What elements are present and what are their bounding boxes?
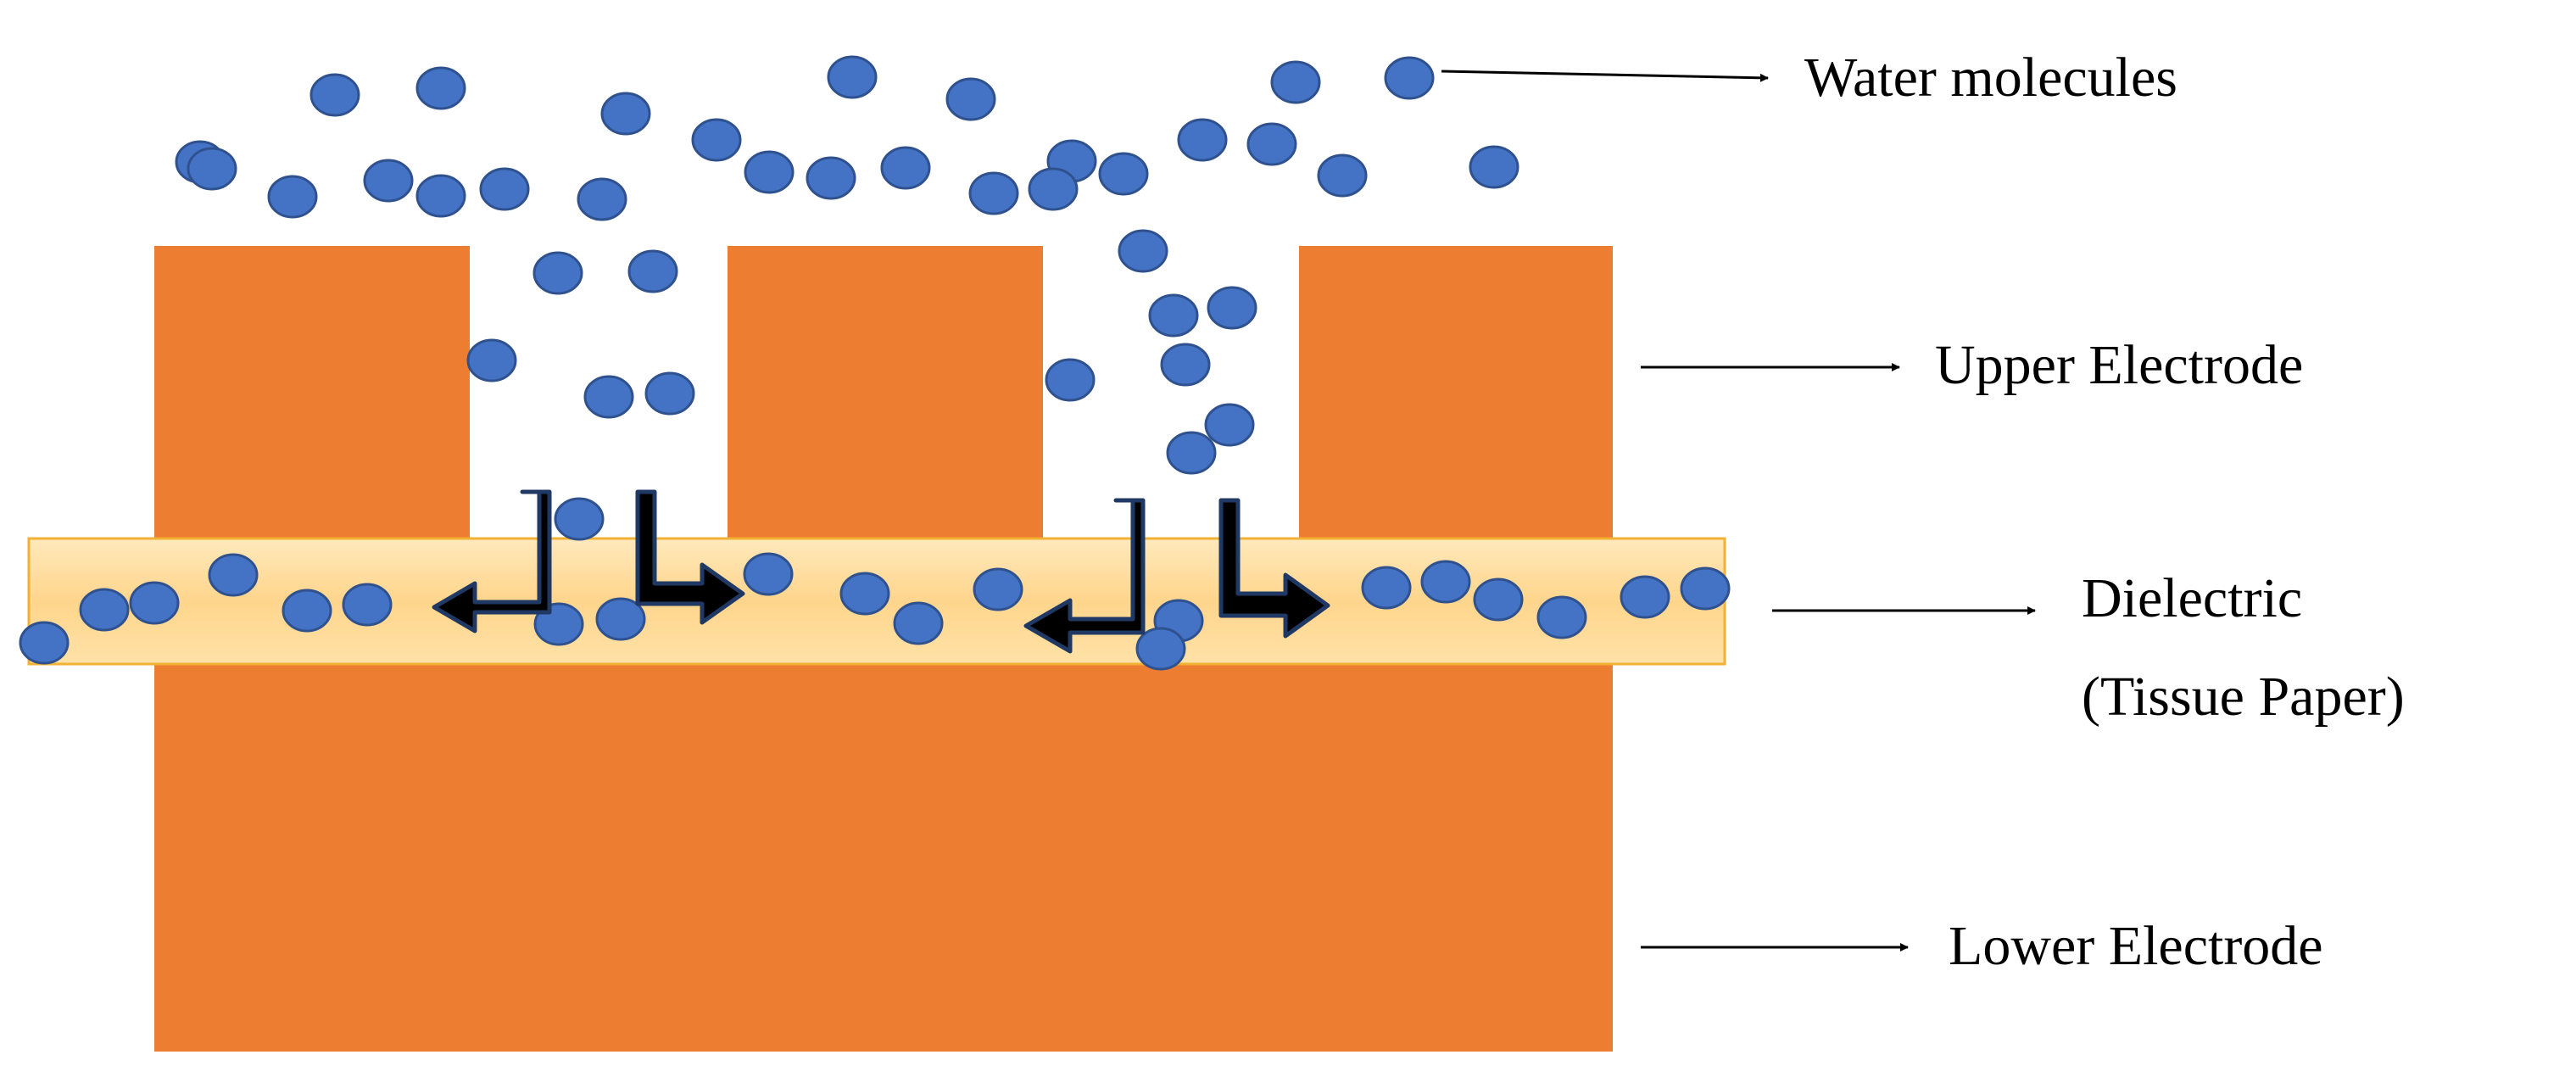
lower-electrode-label: Lower Electrode <box>1949 915 2323 977</box>
water-molecule <box>415 174 466 218</box>
water-molecule <box>309 73 360 117</box>
water-molecule <box>1204 403 1255 447</box>
water-molecule <box>744 150 795 194</box>
water-molecule <box>129 581 180 625</box>
water-molecule <box>644 371 695 416</box>
water-molecule <box>1028 167 1079 211</box>
lower-electrode <box>154 653 1613 1052</box>
water-molecule <box>1361 566 1412 610</box>
water-molecule <box>627 249 678 293</box>
upper-electrode-block-2 <box>728 246 1043 538</box>
water-molecule <box>1680 566 1731 611</box>
water-molecule <box>1473 578 1524 622</box>
water-molecule <box>1536 595 1587 639</box>
flow-arrow-4 <box>1218 498 1330 639</box>
water-molecule <box>466 338 517 382</box>
water-molecule <box>1246 122 1297 166</box>
upper-electrode-block-3 <box>1299 246 1613 538</box>
water-molecule <box>1469 145 1519 189</box>
water-molecule <box>839 572 890 616</box>
water-molecule <box>893 601 944 645</box>
water-molecule <box>1166 431 1217 475</box>
water-molecule <box>880 146 931 190</box>
water-molecule <box>79 588 130 632</box>
water-molecule <box>267 175 318 219</box>
leader-water <box>1441 70 1769 82</box>
upper-electrode <box>154 246 1613 538</box>
water-molecule <box>415 66 466 110</box>
water-molecule <box>1148 293 1199 338</box>
water-molecules-group <box>19 55 1731 671</box>
upper-electrode-block-1 <box>154 246 470 538</box>
water-molecule <box>1384 56 1435 100</box>
tissue-paper-label: (Tissue Paper) <box>2082 666 2405 728</box>
water-molecule <box>1177 118 1228 162</box>
water-molecule <box>691 118 742 162</box>
water-molecule <box>1135 627 1186 671</box>
upper-electrode-label: Upper Electrode <box>1935 334 2303 396</box>
leader-lines <box>1441 70 2036 951</box>
water-molecule <box>19 621 70 665</box>
water-molecule <box>1207 286 1257 330</box>
water-molecules-label: Water molecules <box>1804 47 2177 109</box>
flow-arrow-1 <box>432 489 552 633</box>
water-molecule <box>554 497 605 541</box>
water-molecule <box>532 251 583 295</box>
water-molecule <box>743 552 794 596</box>
water-molecule <box>1620 575 1670 619</box>
water-molecule <box>600 92 651 136</box>
flow-arrow-3 <box>1023 498 1146 654</box>
water-molecule <box>1160 343 1211 387</box>
dielectric-label: Dielectric <box>2082 567 2302 629</box>
water-molecule <box>208 553 259 597</box>
water-molecule <box>363 159 414 203</box>
water-molecule <box>973 567 1023 611</box>
water-molecule <box>1420 560 1471 604</box>
water-molecule <box>1270 60 1321 104</box>
water-molecule <box>1098 152 1149 196</box>
water-molecule <box>342 583 393 627</box>
water-molecule <box>187 147 237 191</box>
water-molecule <box>583 375 634 419</box>
water-molecule <box>968 171 1019 215</box>
flow-arrows <box>432 489 1330 654</box>
water-molecule <box>282 589 332 633</box>
water-molecule <box>806 156 856 200</box>
water-molecule <box>827 55 878 99</box>
water-molecule <box>595 597 646 641</box>
water-molecule <box>479 167 530 211</box>
water-molecule <box>1045 358 1096 402</box>
water-molecule <box>945 77 996 121</box>
water-molecule <box>1317 153 1368 198</box>
water-molecule <box>1118 229 1168 273</box>
flow-arrow-2 <box>635 489 745 625</box>
water-molecule <box>577 177 627 221</box>
